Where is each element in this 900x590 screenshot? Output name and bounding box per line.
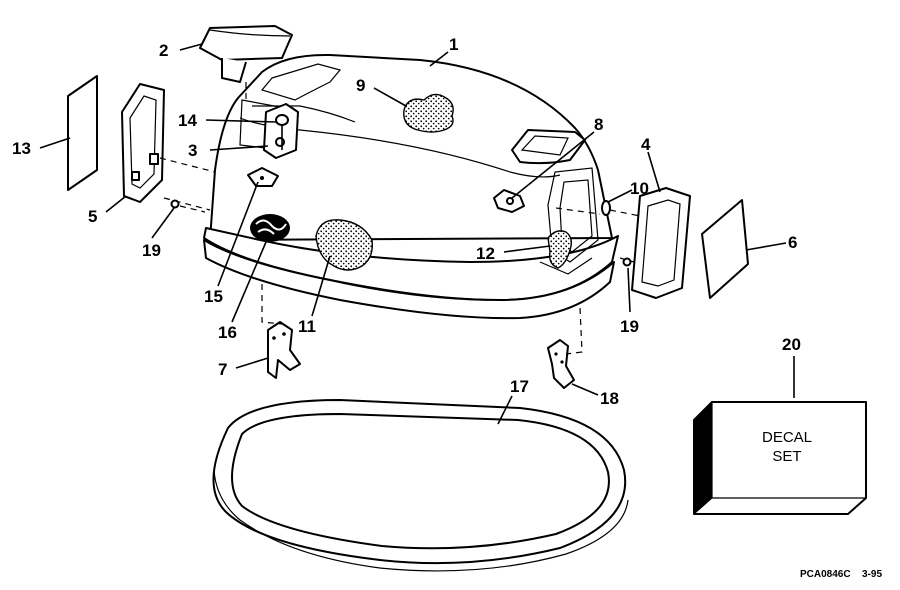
front-bracket-part bbox=[261, 284, 301, 379]
callout-labels: 1 2 3 4 5 6 7 8 9 10 11 12 13 14 15 16 1… bbox=[12, 35, 801, 408]
callout-17: 17 bbox=[510, 377, 529, 396]
drawing-code: PCA0846C bbox=[800, 569, 851, 580]
drawing-date: 3-95 bbox=[862, 569, 882, 580]
right-side-frame-part bbox=[609, 187, 691, 299]
screw-right bbox=[622, 257, 632, 267]
callout-5: 5 bbox=[88, 207, 97, 226]
callout-19-right: 19 bbox=[620, 317, 639, 336]
callout-3: 3 bbox=[188, 141, 197, 160]
base-seal-ring bbox=[212, 399, 629, 572]
callout-9: 9 bbox=[356, 76, 365, 95]
callout-20: 20 bbox=[782, 335, 801, 354]
right-gasket-plate bbox=[701, 199, 749, 299]
motor-cover bbox=[203, 53, 619, 320]
fastener-part bbox=[493, 189, 525, 213]
latch-bracket-part bbox=[263, 103, 299, 159]
screw-left bbox=[170, 199, 206, 213]
foam-pad-top bbox=[403, 93, 454, 133]
clip-part bbox=[247, 167, 279, 187]
left-gasket-plate bbox=[67, 75, 98, 191]
callout-7: 7 bbox=[218, 360, 227, 379]
callout-2: 2 bbox=[159, 41, 168, 60]
callout-6: 6 bbox=[788, 233, 797, 252]
callout-19-left: 19 bbox=[142, 241, 161, 260]
rear-bracket-part bbox=[547, 307, 583, 389]
decal-box-line1: DECAL bbox=[762, 429, 812, 446]
leader-lines bbox=[39, 43, 795, 425]
callout-13: 13 bbox=[12, 139, 31, 158]
callout-8: 8 bbox=[594, 115, 603, 134]
footer: PCA0846C 3-95 bbox=[800, 569, 882, 580]
callout-12: 12 bbox=[476, 244, 495, 263]
decal-set-box: DECAL SET bbox=[693, 400, 867, 516]
callout-4: 4 bbox=[641, 135, 651, 154]
handle-cap-part bbox=[199, 25, 293, 100]
decal-box-line2: SET bbox=[772, 448, 801, 465]
emblem-decal bbox=[250, 214, 290, 242]
grommet-part bbox=[555, 200, 611, 216]
callout-14: 14 bbox=[178, 111, 197, 130]
callout-10: 10 bbox=[630, 179, 649, 198]
foam-pad-right bbox=[547, 230, 573, 269]
callout-11: 11 bbox=[298, 317, 316, 336]
callout-1: 1 bbox=[449, 35, 458, 54]
callout-18: 18 bbox=[600, 389, 619, 408]
callout-16: 16 bbox=[218, 323, 237, 342]
left-side-panel-part bbox=[121, 83, 216, 211]
callout-15: 15 bbox=[204, 287, 223, 306]
